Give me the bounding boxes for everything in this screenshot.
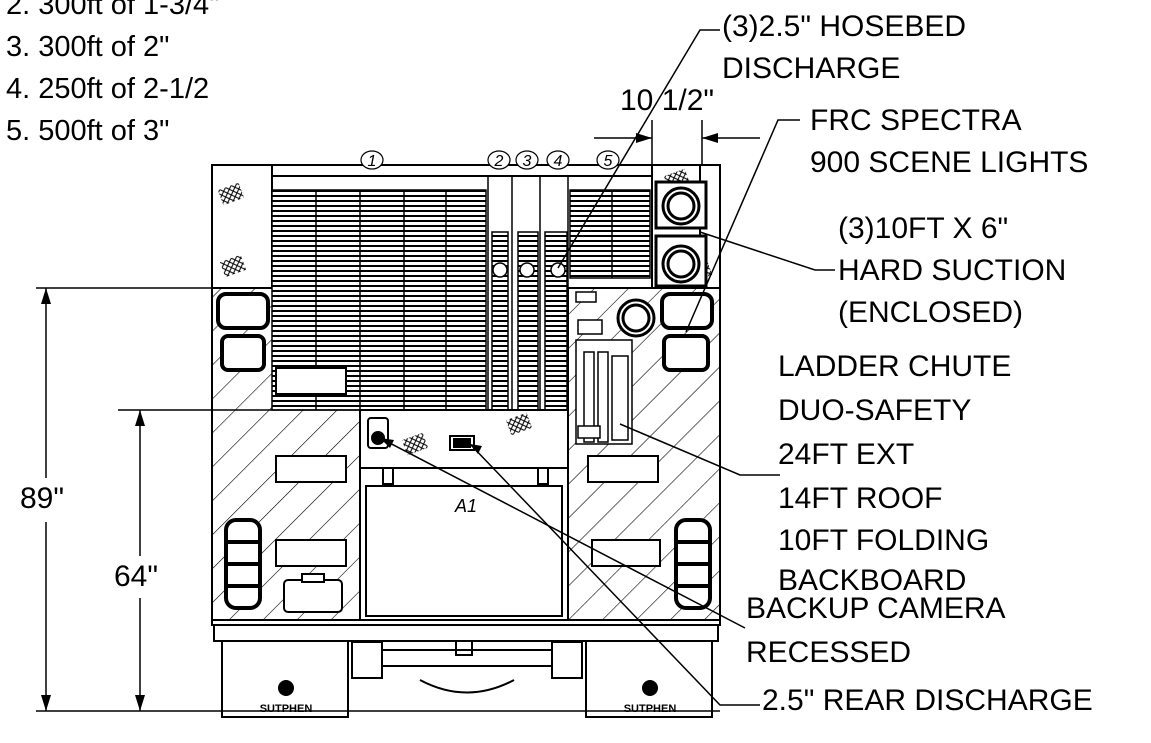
chassis <box>213 624 719 718</box>
hosebed-discharge-label-line1: (3)2.5" HOSEBED <box>722 10 967 43</box>
ladder-chute-label-line6: BACKBOARD <box>778 564 967 597</box>
hard-suction-label-line1: (3)10FT X 6" <box>838 212 1009 245</box>
mudflap-brand-right: SUTPHEN <box>624 703 677 715</box>
hosebed-discharge-label-line2: DISCHARGE <box>722 52 901 85</box>
hosebed-louvers <box>271 176 651 411</box>
bay-number-2: 2 <box>494 153 504 170</box>
bay-number-3: 3 <box>523 153 532 170</box>
ladder-chute-label-line4: 14FT ROOF <box>778 482 943 515</box>
ladder-chute-label-line2: DUO-SAFETY <box>778 394 972 427</box>
ladder-chute-label-line1: LADDER CHUTE <box>778 350 1012 383</box>
hose-list-item-2: 2. 300ft of 1-3/4" <box>6 0 220 21</box>
brand-emblems <box>278 680 658 696</box>
step-height-dimension: 64" <box>114 560 159 593</box>
dimension-arrowheads <box>41 133 718 711</box>
hose-list-item-3: 3. 300ft of 2" <box>6 31 170 63</box>
ladder-chute-label-line5: 10FT FOLDING <box>778 524 990 557</box>
overall-height-dimension: 89" <box>20 482 65 515</box>
gap-width-dimension: 10 1/2" <box>620 84 715 117</box>
mudflap-brand-left: SUTPHEN <box>260 703 313 715</box>
hose-list-item-4: 4. 250ft of 2-1/2 <box>6 73 210 105</box>
bay-number-4: 4 <box>554 153 563 170</box>
hose-list-item-5: 5. 500ft of 3" <box>6 115 170 147</box>
area-tag: A1 <box>454 496 477 516</box>
hard-suction-label-line3: (ENCLOSED) <box>838 296 1024 329</box>
ladder-chute-label-line3: 24FT EXT <box>778 438 915 471</box>
backup-camera-label-line1: BACKUP CAMERA <box>746 592 1006 625</box>
rear-step-area <box>359 409 569 621</box>
rear-discharge-label: 2.5" REAR DISCHARGE <box>762 684 1093 717</box>
leader-arrowheads <box>380 438 482 454</box>
scene-lights-label-line1: FRC SPECTRA <box>810 104 1022 137</box>
rear-discharge-fitting <box>449 435 475 451</box>
scene-lights-label-line2: 900 SCENE LIGHTS <box>810 146 1089 179</box>
bay-number-balloons <box>360 150 620 170</box>
tail-lights <box>216 292 714 610</box>
ladder-chute <box>575 291 633 445</box>
compartment-handles <box>275 367 661 613</box>
scene-lights <box>616 180 708 338</box>
backup-camera <box>367 417 389 449</box>
hosebed-discharge-ports <box>492 262 566 278</box>
leader-lines <box>379 29 835 706</box>
hard-suction-label-line2: HARD SUCTION <box>838 254 1067 287</box>
bay-number-1: 1 <box>368 153 377 170</box>
bay-number-5: 5 <box>604 153 613 170</box>
backup-camera-label-line2: RECESSED <box>746 636 912 669</box>
